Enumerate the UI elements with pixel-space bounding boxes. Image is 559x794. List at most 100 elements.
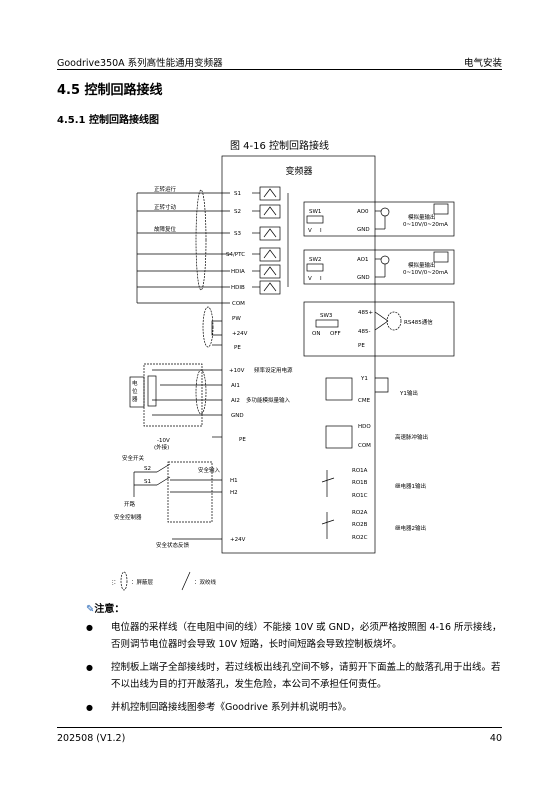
hdo-output-label: 高速脉冲输出 bbox=[395, 433, 428, 441]
note-title-text: 注意： bbox=[94, 604, 125, 615]
subsection-heading: 4.5.1 控制回路接线图 bbox=[57, 115, 159, 126]
shield-symbol bbox=[195, 369, 207, 415]
ao0-terminal: AO0 bbox=[357, 209, 369, 215]
terminal-label-pw: PW bbox=[232, 316, 241, 322]
notes-list: 电位器的采样线（在电阻中间的线）不能接 10V 或 GND，必须严格按照图 4-… bbox=[86, 619, 506, 722]
pencil-icon: ✎ bbox=[86, 604, 95, 615]
terminal-label: S1 bbox=[234, 191, 241, 197]
terminal-24v-2: +24V bbox=[230, 537, 246, 543]
pot-label: 器 bbox=[132, 396, 138, 403]
page-header: Goodrive350A 系列高性能通用变频器 电气安装 bbox=[57, 55, 502, 69]
terminal-h2: H2 bbox=[230, 490, 238, 496]
shield-symbol bbox=[202, 306, 214, 348]
ao1-gnd: GND bbox=[357, 275, 370, 281]
terminal-pe-2: PE bbox=[239, 437, 246, 443]
terminal-ro1c: RO1C bbox=[352, 493, 368, 499]
terminal-ai1: AI1 bbox=[231, 383, 240, 389]
rs485-label: RS485通信 bbox=[404, 318, 433, 326]
legend-prefix: 注： bbox=[112, 578, 119, 586]
safety-s2: S2 bbox=[144, 466, 151, 472]
terminal-10v: +10V bbox=[229, 368, 245, 374]
label-freq-supply: 频率设定用电源 bbox=[254, 366, 293, 374]
ao1-range: 0~10V/0~20mA bbox=[403, 270, 448, 276]
inverter-box bbox=[221, 155, 376, 554]
terminal-s1: 正转运行 S1 bbox=[137, 185, 281, 201]
terminal-gnd: GND bbox=[231, 413, 244, 419]
safety-switch-label: 安全开关 bbox=[122, 454, 145, 462]
terminal-s3: 故障复位 S3 bbox=[137, 225, 281, 241]
terminal-hdia: HDIA bbox=[137, 264, 281, 279]
ao0-gnd: GND bbox=[357, 227, 370, 233]
analog-inputs: +10V 频率设定用电源 AI1 AI2 多功能模拟量输入 GND PE 电 位… bbox=[129, 363, 293, 451]
terminal-ro2a: RO2A bbox=[352, 510, 368, 516]
label-multi-analog: 多功能模拟量输入 bbox=[246, 396, 291, 404]
note-item: 控制板上端子全部接线时，若过线板出线孔空间不够，请剪开下面盖上的敲落孔用于出线。… bbox=[86, 659, 506, 693]
twisted-pair-legend-icon bbox=[181, 571, 191, 591]
rs485-pe: PE bbox=[358, 343, 365, 349]
ao0-v: V bbox=[308, 228, 312, 234]
shield-symbol bbox=[195, 189, 207, 291]
di-label-fault-reset: 故障复位 bbox=[154, 225, 177, 233]
terminal-ro2c: RO2C bbox=[352, 535, 368, 541]
rs485-on: ON bbox=[312, 331, 320, 337]
rs485-switch: SW3 bbox=[320, 313, 333, 319]
pot-label: 位 bbox=[132, 387, 138, 395]
label-external: (外接) bbox=[154, 443, 169, 451]
ao0-i: I bbox=[320, 228, 322, 234]
terminal-label: HDIB bbox=[231, 285, 245, 291]
pot-label: 电 bbox=[132, 379, 138, 387]
ao1-v: V bbox=[308, 276, 312, 282]
terminal-h1: H1 bbox=[230, 478, 238, 484]
shield-legend-icon bbox=[120, 571, 128, 591]
ao-group: SW1 V I AO0 GND 模拟量输出 0~10V/0~20mA SW2 V… bbox=[303, 201, 455, 285]
page-number: 40 bbox=[489, 733, 502, 744]
ao1-label: 模拟量输出 bbox=[408, 261, 436, 269]
safety-section: 安全开关 S2 S1 开路 安全控制器 安全输入 H1 H2 安全状态反馈 +2… bbox=[114, 454, 246, 549]
footer-version: 202508 (V1.2) bbox=[57, 733, 126, 744]
terminal-label-com: COM bbox=[232, 301, 245, 307]
note-title: ✎注意： bbox=[86, 600, 124, 615]
terminal-label-24v: +24V bbox=[232, 331, 248, 337]
relay1-label: 继电器1输出 bbox=[395, 482, 426, 490]
terminal-label: S3 bbox=[234, 231, 241, 237]
legend-shield: ：屏蔽层 bbox=[131, 578, 154, 586]
rs485-plus: 485+ bbox=[358, 310, 373, 316]
terminal-ai2: AI2 bbox=[231, 398, 240, 404]
section-heading: 4.5 控制回路接线 bbox=[57, 83, 163, 98]
terminal-label-pe: PE bbox=[234, 345, 241, 351]
header-rule bbox=[57, 69, 502, 70]
terminal-ro1a: RO1A bbox=[352, 468, 368, 474]
ao0-label: 模拟量输出 bbox=[408, 213, 436, 221]
legend-twisted: ：双绞线 bbox=[194, 578, 217, 586]
note-item: 并机控制回路接线图参考《Goodrive 系列并机说明书》。 bbox=[86, 699, 506, 716]
terminal-ro2b: RO2B bbox=[352, 522, 368, 528]
header-title: Goodrive350A 系列高性能通用变频器 bbox=[57, 58, 223, 69]
ao0-switch: SW1 bbox=[309, 209, 321, 215]
terminal-y1: Y1 bbox=[360, 376, 368, 382]
right-outputs: Y1 CME Y1输出 HDO COM 高速脉冲输出 RO1A RO1B RO1… bbox=[321, 376, 428, 541]
terminal-label: S4/PTC bbox=[226, 252, 245, 258]
terminal-ro1b: RO1B bbox=[352, 480, 368, 486]
safety-s1: S1 bbox=[144, 479, 151, 485]
ao1-i: I bbox=[320, 276, 322, 282]
diagram-legend: 注： ：屏蔽层 ：双绞线 bbox=[112, 571, 217, 591]
ao1-switch: SW2 bbox=[309, 257, 321, 263]
terminal-cme: CME bbox=[358, 398, 371, 404]
inverter-label: 变频器 bbox=[285, 165, 312, 177]
safety-feedback-label: 安全状态反馈 bbox=[156, 541, 190, 549]
safety-open-label: 开路 bbox=[124, 500, 136, 508]
rs485-off: OFF bbox=[330, 331, 341, 337]
terminal-label: HDIA bbox=[231, 269, 245, 275]
relay2-label: 继电器2输出 bbox=[395, 524, 426, 532]
terminal-hdo: HDO bbox=[358, 424, 371, 430]
terminal-hdib: HDIB bbox=[137, 280, 281, 295]
label-neg10v: -10V bbox=[157, 438, 170, 444]
di-terminals: 正转运行 S1 正转寸动 S2 故障复位 S3 S4/PTC HDIA bbox=[136, 185, 289, 351]
rs485-group: SW3 ON OFF 485+ 485- PE RS485通信 bbox=[303, 301, 455, 357]
terminal-com-2: COM bbox=[358, 443, 371, 449]
ao1-terminal: AO1 bbox=[357, 257, 369, 263]
safety-controller-label: 安全控制器 bbox=[114, 513, 142, 521]
rs485-minus: 485- bbox=[358, 329, 370, 335]
safety-input-label: 安全输入 bbox=[198, 466, 221, 474]
figure-caption: 图 4-16 控制回路接线 bbox=[229, 141, 330, 152]
